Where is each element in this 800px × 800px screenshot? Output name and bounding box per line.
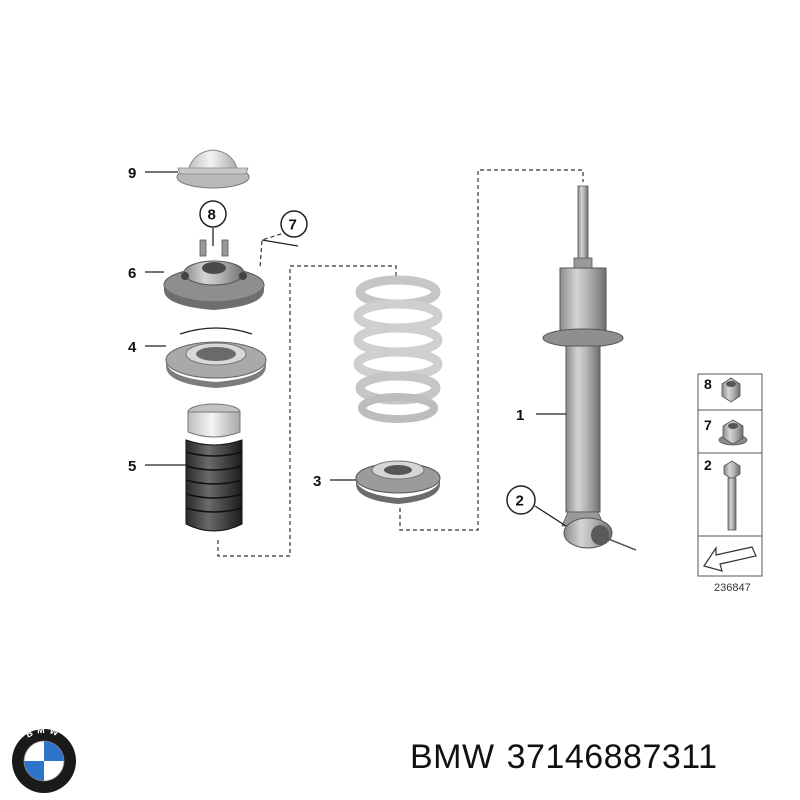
callout-6: 6 xyxy=(128,265,136,282)
part-4-upper-spring-seat xyxy=(165,327,267,388)
diagram-number: 236847 xyxy=(714,582,751,594)
part-1-shock-absorber xyxy=(542,185,637,551)
callout-9: 9 xyxy=(128,165,136,182)
part-3-lower-spring-pad xyxy=(355,460,441,504)
direction-arrow-icon xyxy=(703,546,757,572)
callout-7-circle xyxy=(280,210,308,238)
bmw-logo: BMW xyxy=(12,728,76,793)
part-5-bump-stop-dust-boot xyxy=(185,403,243,532)
nut-icon xyxy=(721,377,741,403)
callout-4: 4 xyxy=(128,339,137,356)
bolt-icon xyxy=(723,460,741,531)
callout-2: 2 xyxy=(516,493,524,510)
callout-7: 7 xyxy=(289,217,297,234)
callout-5: 5 xyxy=(128,458,136,475)
caption-brand: BMW xyxy=(410,738,495,776)
leader-7b xyxy=(261,239,299,247)
logo-letters-path: BMW xyxy=(24,728,59,740)
part-6-strut-mount xyxy=(163,239,265,310)
callout-8: 8 xyxy=(208,207,216,224)
callout-8-circle xyxy=(199,200,227,228)
flange-nut-icon xyxy=(718,419,748,446)
callout-1: 1 xyxy=(516,407,524,424)
part-coil-spring xyxy=(353,275,443,423)
leader-7 xyxy=(259,233,282,269)
part-9-top-cap xyxy=(176,149,250,189)
callout-3: 3 xyxy=(313,473,321,490)
caption-part-number: 37146887311 xyxy=(506,738,718,776)
assembly-line-right xyxy=(399,169,584,531)
assembly-line-left xyxy=(217,265,397,557)
callout-2-circle xyxy=(506,485,536,515)
legend-item-2: 2 xyxy=(704,457,712,473)
part-caption: BMW 37146887311 xyxy=(410,738,730,777)
bmw-logo-letters: BMW xyxy=(24,728,63,740)
legend-item-8: 8 xyxy=(704,376,712,392)
leader-2 xyxy=(534,505,567,527)
legend-box: 8 7 2 xyxy=(697,373,763,577)
legend-item-7: 7 xyxy=(704,417,712,433)
